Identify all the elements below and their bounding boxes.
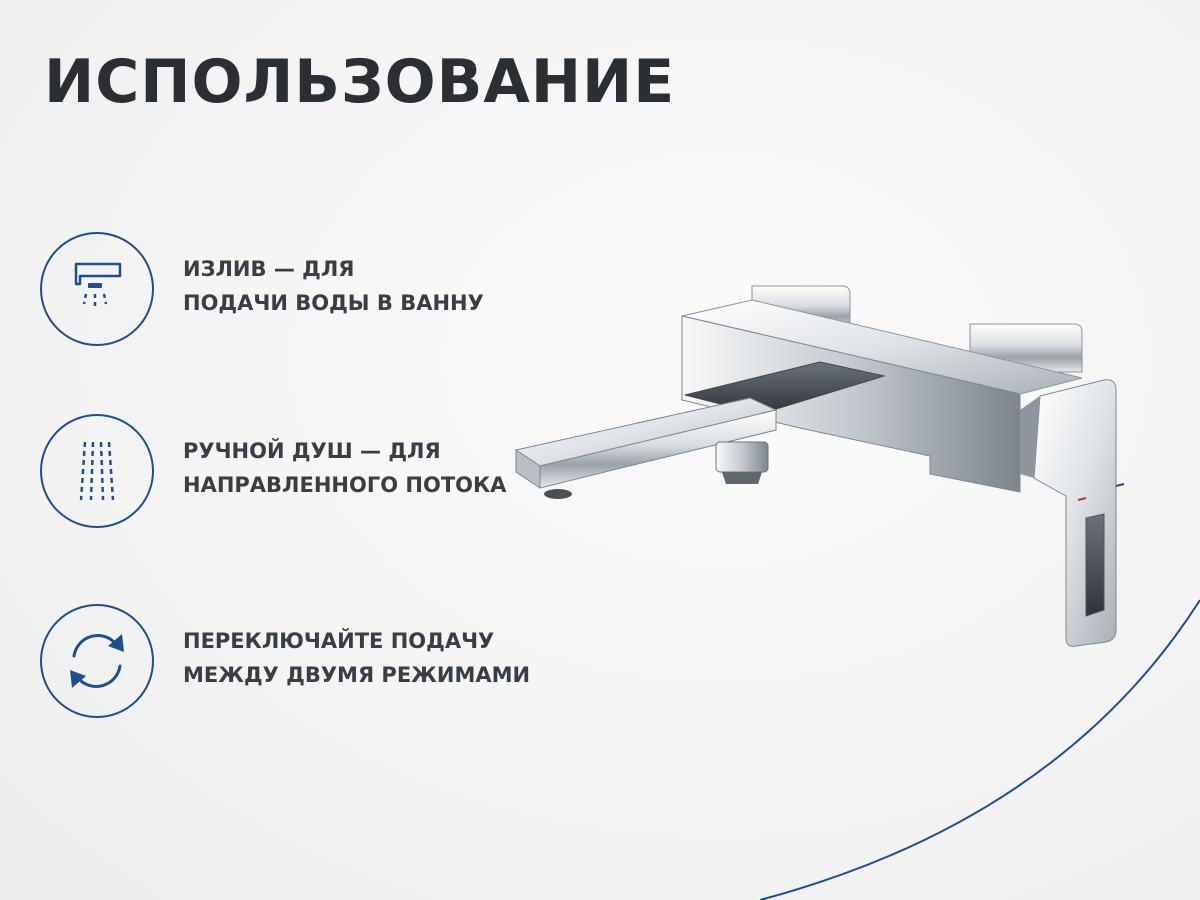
feature-switch-line1: ПЕРЕКЛЮЧАЙТЕ ПОДАЧУ: [183, 629, 495, 653]
shower-icon: [79, 441, 115, 501]
spout-icon-circle: [40, 232, 154, 346]
page-title: ИСПОЛЬЗОВАНИЕ: [44, 47, 676, 117]
feature-switch: ПЕРЕКЛЮЧАЙТЕ ПОДАЧУ МЕЖДУ ДВУМЯ РЕЖИМАМИ: [40, 604, 620, 722]
bath-mixer-faucet-image: [514, 285, 1125, 647]
feature-shower-text: РУЧНОЙ ДУШ — ДЛЯ НАПРАВЛЕННОГО ПОТОКА: [183, 434, 506, 502]
shower-icon-circle: [40, 414, 154, 528]
feature-spout: ИЗЛИВ — ДЛЯ ПОДАЧИ ВОДЫ В ВАННУ: [40, 232, 620, 350]
spout-icon: [74, 262, 122, 310]
feature-switch-line2: МЕЖДУ ДВУМЯ РЕЖИМАМИ: [183, 663, 531, 687]
switch-icon-circle: [40, 604, 154, 718]
switch-icon: [70, 634, 124, 688]
feature-shower: РУЧНОЙ ДУШ — ДЛЯ НАПРАВЛЕННОГО ПОТОКА: [40, 414, 620, 532]
feature-spout-line2: ПОДАЧИ ВОДЫ В ВАННУ: [183, 291, 484, 315]
feature-spout-text: ИЗЛИВ — ДЛЯ ПОДАЧИ ВОДЫ В ВАННУ: [183, 252, 484, 320]
feature-spout-line1: ИЗЛИВ — ДЛЯ: [183, 257, 355, 281]
feature-shower-line2: НАПРАВЛЕННОГО ПОТОКА: [183, 473, 507, 497]
feature-shower-line1: РУЧНОЙ ДУШ — ДЛЯ: [183, 439, 441, 463]
feature-switch-text: ПЕРЕКЛЮЧАЙТЕ ПОДАЧУ МЕЖДУ ДВУМЯ РЕЖИМАМИ: [183, 624, 530, 692]
